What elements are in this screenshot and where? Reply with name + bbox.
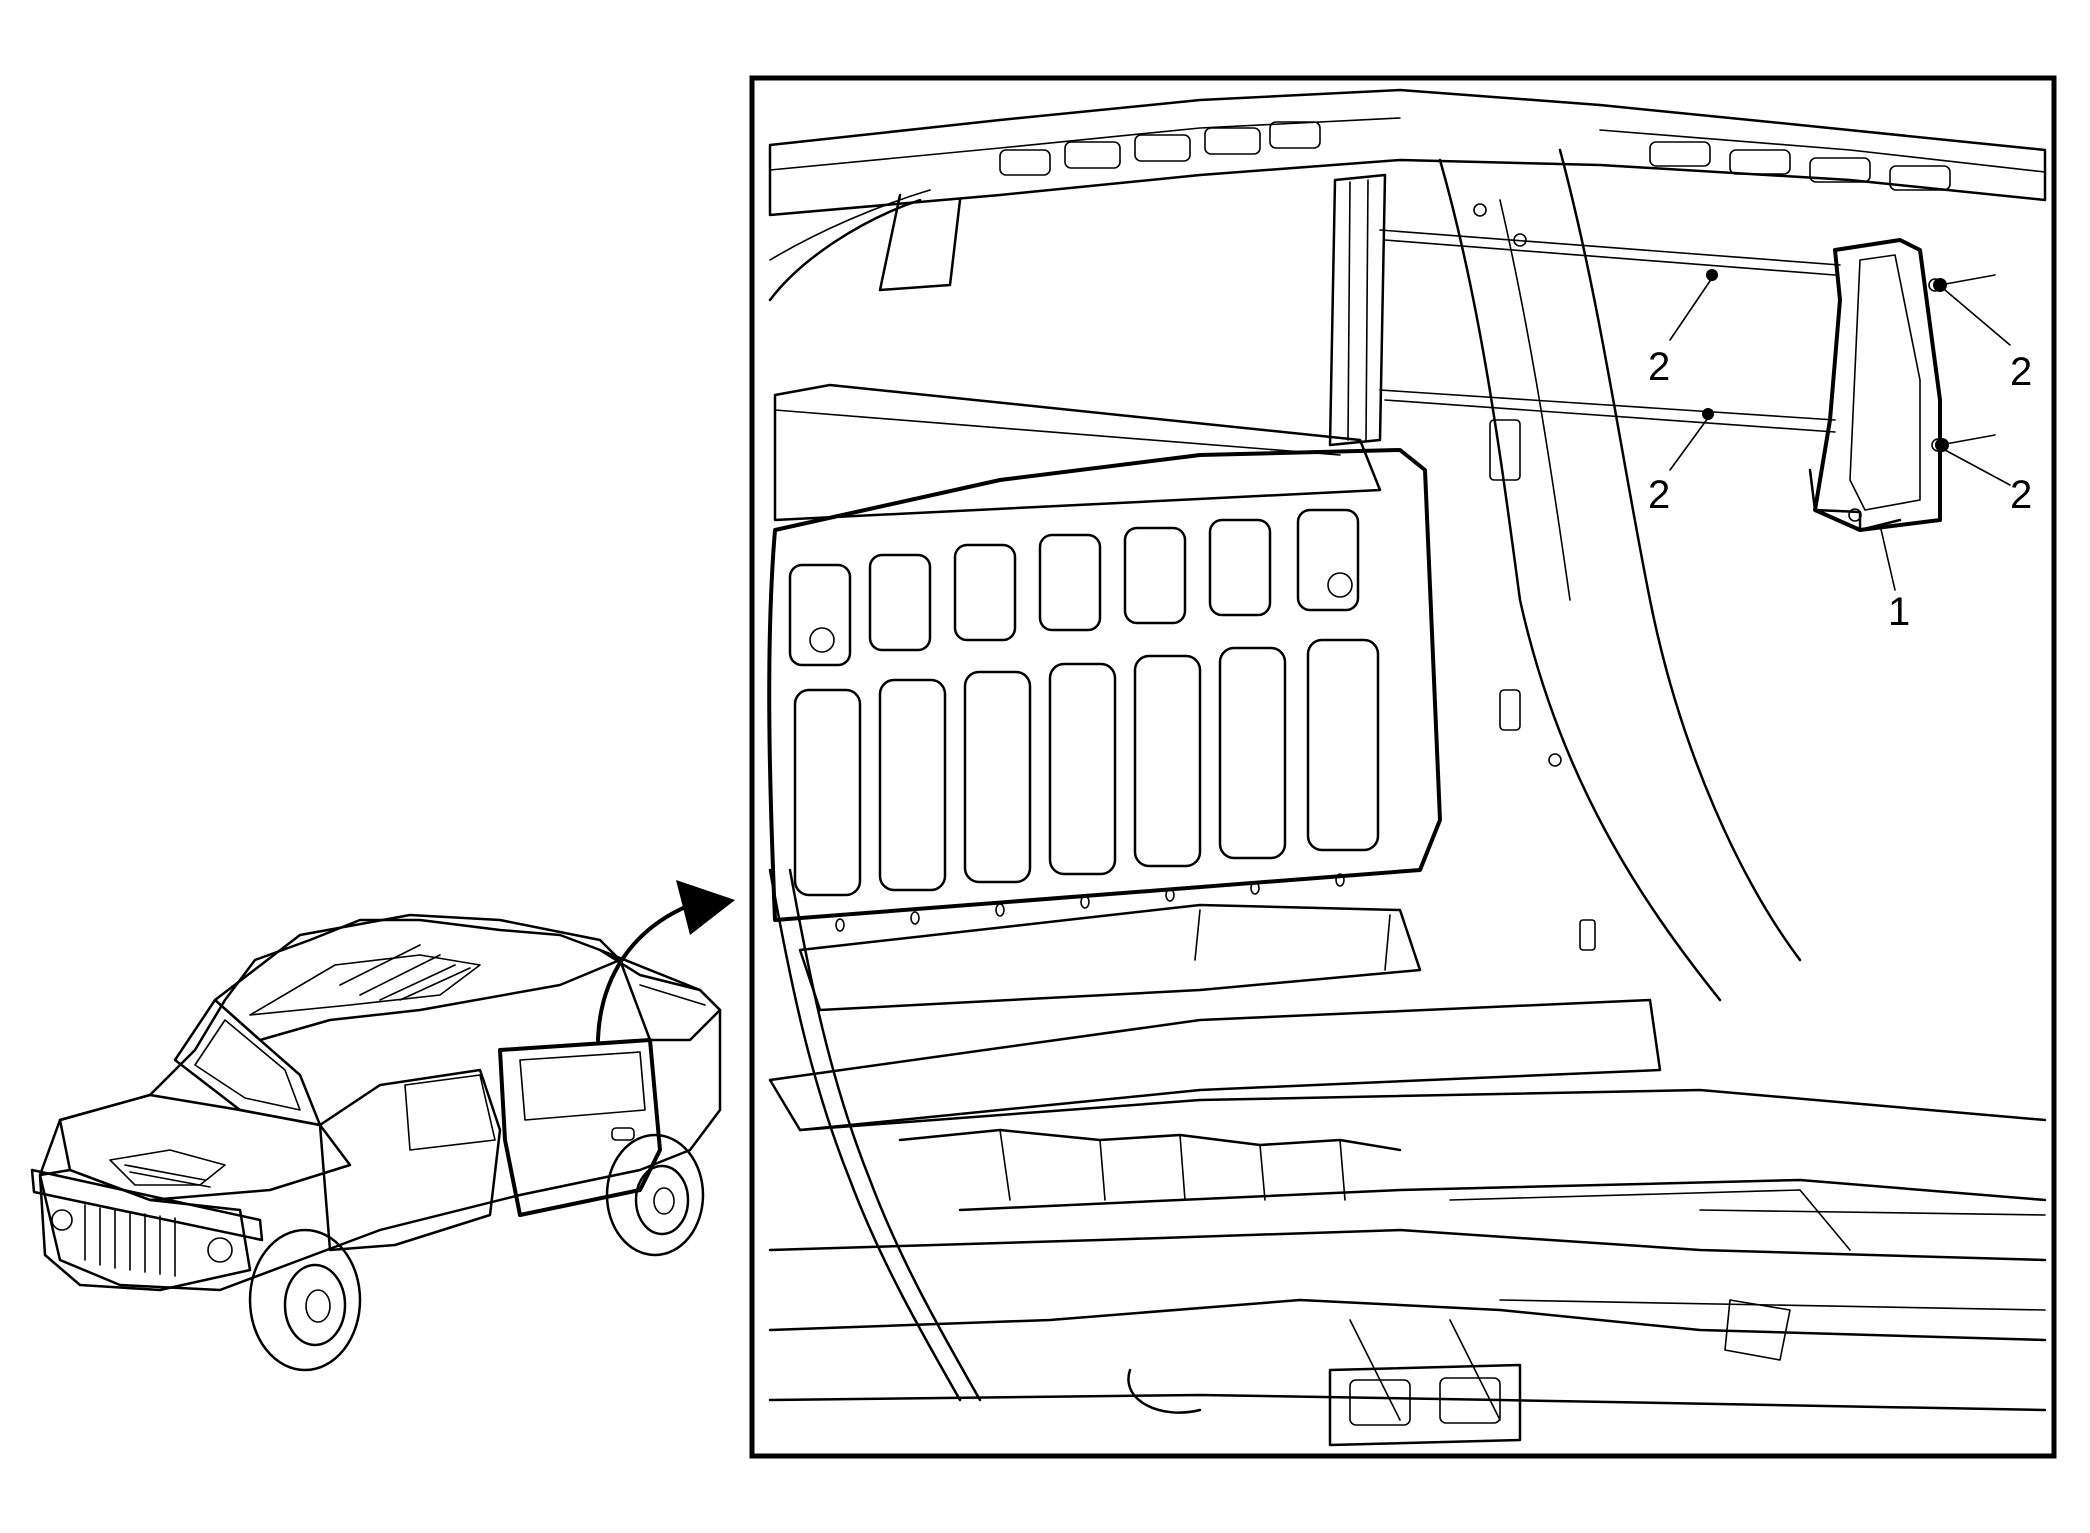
rear-wheel-icon <box>605 1133 705 1257</box>
callout-item-2d: 2 <box>2010 473 2032 517</box>
vehicle-overview-icon <box>30 913 722 1372</box>
seat-panel-openings <box>788 508 1380 932</box>
callout-item-2a: 2 <box>1648 345 1670 389</box>
detail-frame <box>749 75 2057 1459</box>
curved-arrow-icon <box>596 880 735 1042</box>
detail-view <box>767 88 2047 1447</box>
callout-item-1: 1 <box>1888 590 1910 634</box>
part-1-bracket <box>1808 238 1945 532</box>
fastener-icon <box>1702 269 1949 452</box>
front-wheel-icon <box>248 1228 362 1372</box>
callout-item-2c: 2 <box>1648 473 1670 517</box>
callout-item-2b: 2 <box>2010 350 2032 394</box>
